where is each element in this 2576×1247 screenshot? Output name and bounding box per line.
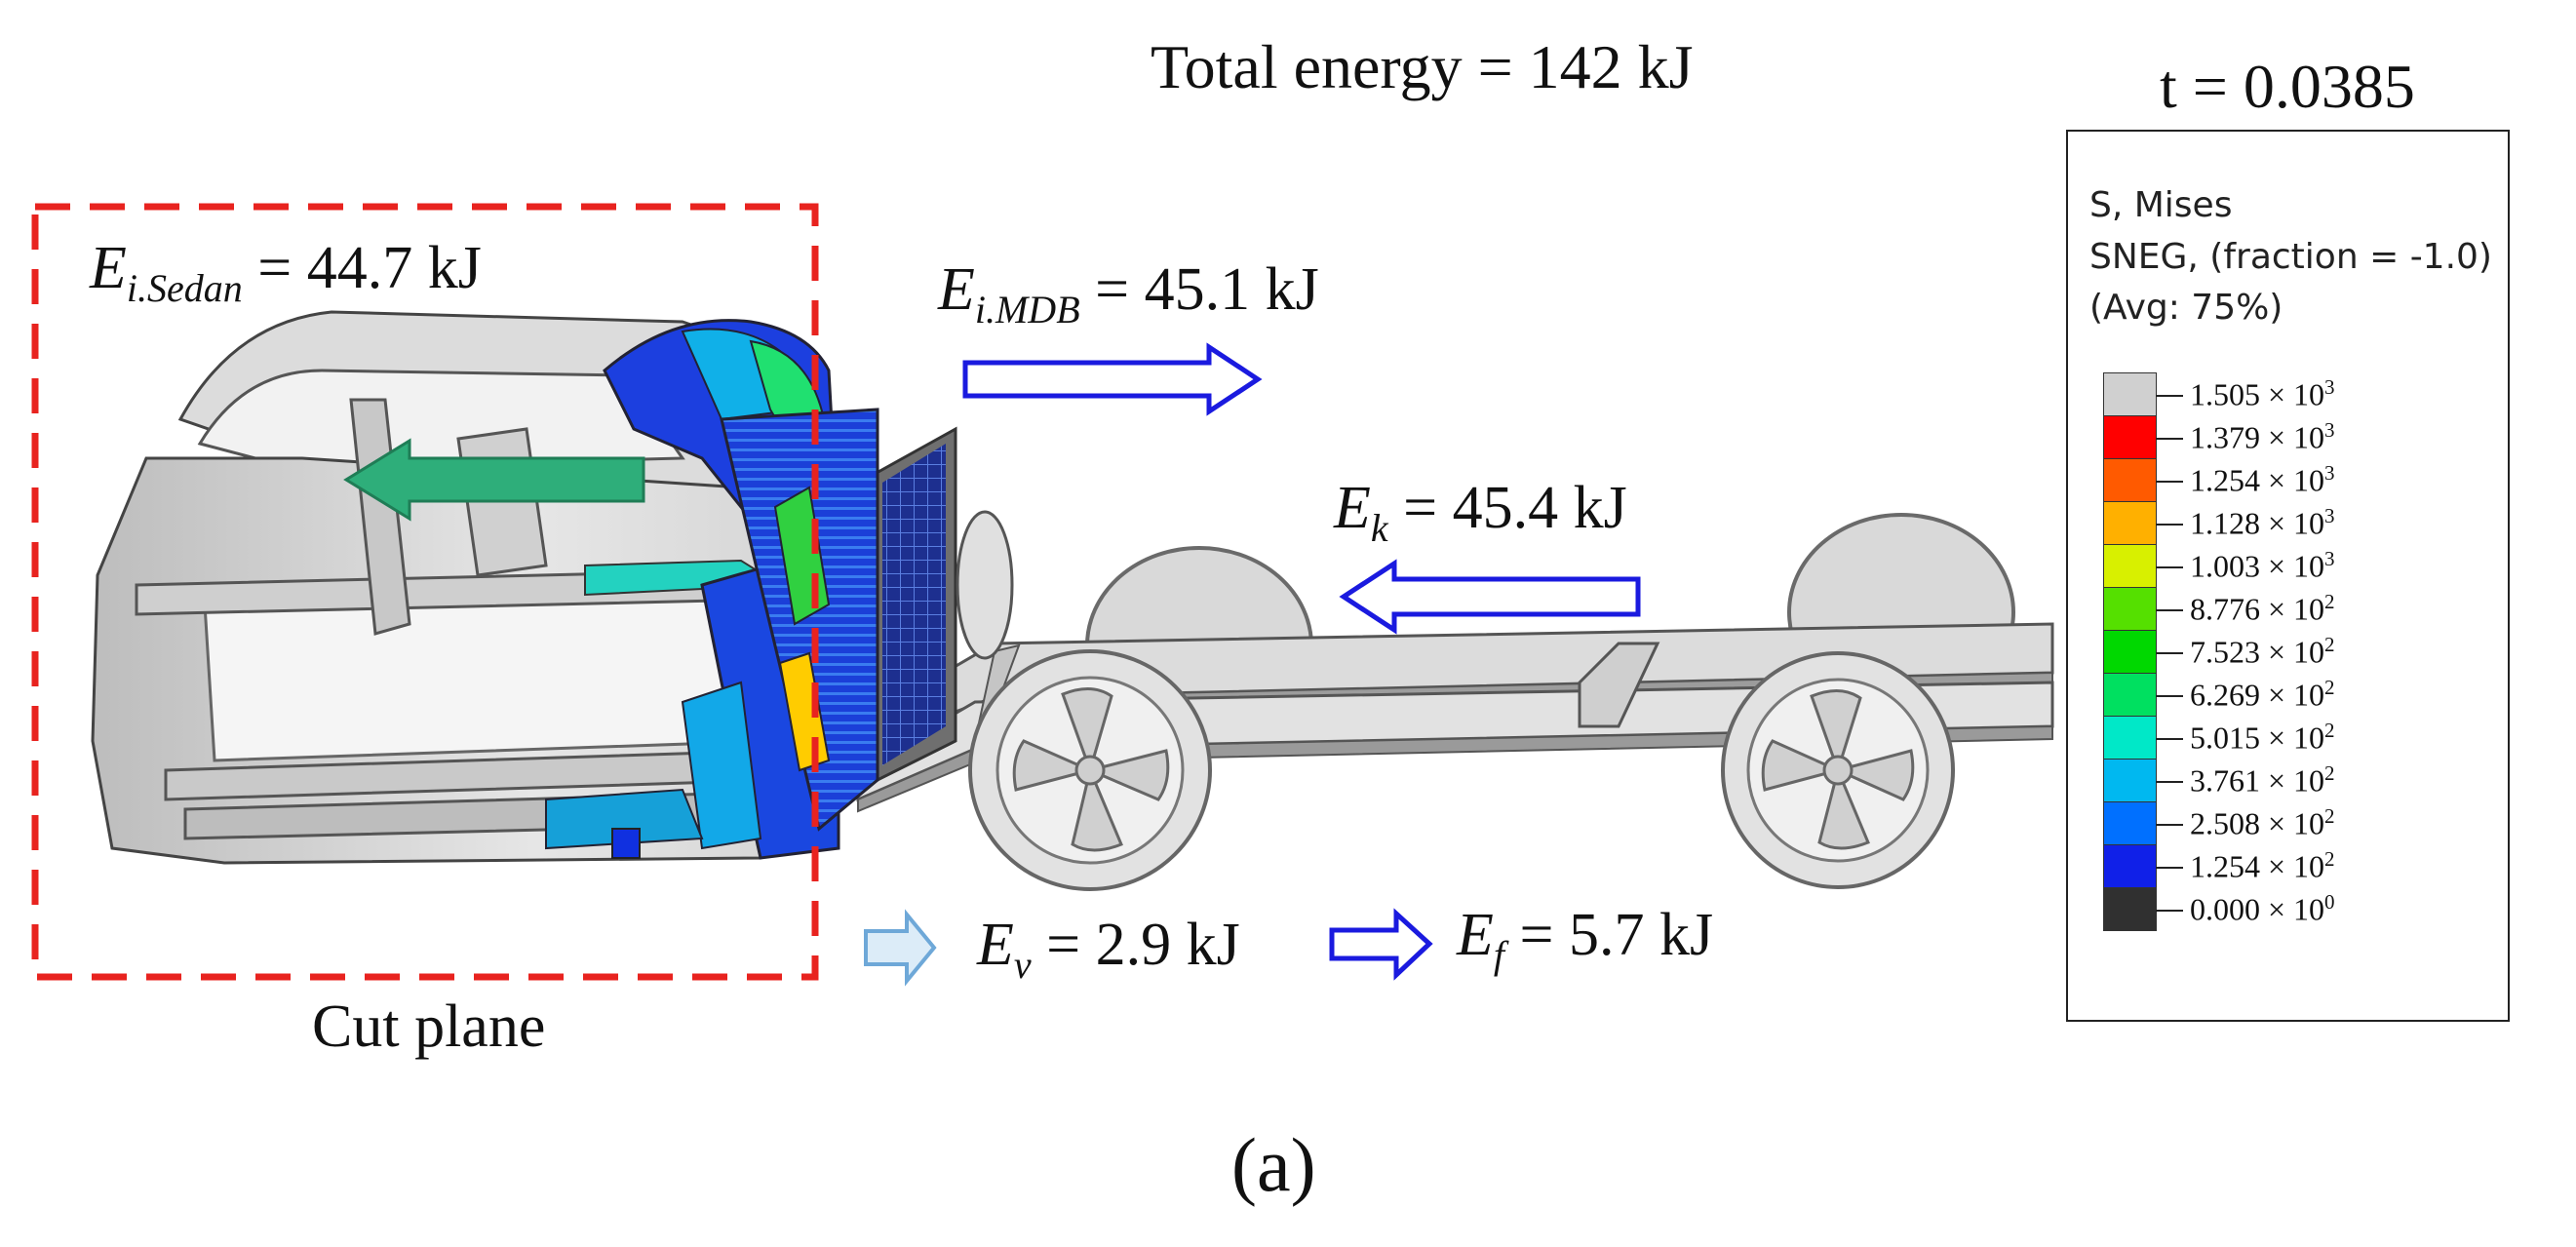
legend-swatch <box>2103 587 2157 631</box>
legend-title: S, Mises <box>2089 185 2233 225</box>
legend-swatch <box>2103 716 2157 760</box>
legend-swatch <box>2103 844 2157 888</box>
energy-symbol: E <box>1457 902 1494 968</box>
energy-mdb-label: Ei.MDB = 45.1 kJ <box>938 255 1319 332</box>
legend-swatch <box>2103 458 2157 502</box>
energy-value: = 45.4 kJ <box>1387 475 1627 541</box>
time-label: t = 0.0385 <box>2160 52 2415 121</box>
cut-plane-label: Cut plane <box>312 994 546 1060</box>
legend-tick <box>2156 524 2183 526</box>
legend-level-value: 0.000 × 100 <box>2190 890 2335 927</box>
energy-subscript: i.Sedan <box>126 266 243 310</box>
energy-value: = 5.7 kJ <box>1504 902 1714 968</box>
energy-sedan-label: Ei.Sedan = 44.7 kJ <box>90 234 482 311</box>
legend-tick <box>2156 566 2183 568</box>
panel-label: (a) <box>1231 1122 1316 1207</box>
legend-level-value: 1.254 × 103 <box>2190 461 2335 498</box>
legend-swatch <box>2103 630 2157 674</box>
energy-symbol: E <box>977 912 1014 978</box>
legend-tick <box>2156 824 2183 826</box>
legend-level-value: 1.003 × 103 <box>2190 547 2335 584</box>
legend-level-value: 6.269 × 102 <box>2190 676 2335 713</box>
legend-tick <box>2156 395 2183 397</box>
arrow-friction-energy <box>1329 908 1433 981</box>
arrow-viscous-energy <box>864 909 937 987</box>
legend-tick <box>2156 695 2183 697</box>
energy-symbol: E <box>938 256 975 323</box>
legend-swatch <box>2103 544 2157 588</box>
legend-tick <box>2156 481 2183 483</box>
legend-tick <box>2156 609 2183 611</box>
stress-legend: S, Mises SNEG, (fraction = -1.0) (Avg: 7… <box>2066 130 2510 1022</box>
legend-tick <box>2156 910 2183 912</box>
energy-subscript: v <box>1013 943 1032 987</box>
energy-value: = 44.7 kJ <box>242 235 482 301</box>
cut-plane-box <box>31 203 819 981</box>
legend-level-value: 5.015 × 102 <box>2190 719 2335 756</box>
arrow-sedan-energy <box>343 438 645 522</box>
legend-tick <box>2156 738 2183 740</box>
energy-friction-label: Ef = 5.7 kJ <box>1457 901 1713 978</box>
mdb-trolley <box>856 426 2054 891</box>
legend-level-value: 3.761 × 102 <box>2190 761 2335 799</box>
legend-swatch <box>2103 501 2157 545</box>
legend-swatch <box>2103 372 2157 416</box>
legend-swatch <box>2103 759 2157 802</box>
legend-swatch <box>2103 887 2157 931</box>
energy-value: = 45.1 kJ <box>1079 256 1319 323</box>
legend-swatch <box>2103 415 2157 459</box>
legend-level-value: 8.776 × 102 <box>2190 590 2335 627</box>
legend-tick <box>2156 652 2183 654</box>
energy-symbol: E <box>1334 475 1371 541</box>
total-energy-title: Total energy = 142 kJ <box>1151 32 1694 101</box>
legend-averaging: (Avg: 75%) <box>2089 288 2283 328</box>
energy-kinetic-label: Ek = 45.4 kJ <box>1334 474 1627 551</box>
legend-subtitle: SNEG, (fraction = -1.0) <box>2089 237 2492 277</box>
energy-subscript: i.MDB <box>974 288 1080 331</box>
legend-tick <box>2156 867 2183 869</box>
legend-swatch <box>2103 673 2157 717</box>
legend-level-value: 7.523 × 102 <box>2190 633 2335 670</box>
energy-subscript: k <box>1370 506 1388 550</box>
wheel-front-right <box>1721 651 1955 889</box>
legend-color-bar <box>2103 372 2157 931</box>
energy-value: = 2.9 kJ <box>1031 912 1240 978</box>
legend-level-value: 1.254 × 102 <box>2190 847 2335 884</box>
energy-symbol: E <box>90 235 127 301</box>
legend-level-value: 1.505 × 103 <box>2190 375 2335 412</box>
legend-level-value: 1.128 × 103 <box>2190 504 2335 541</box>
sedan-car <box>91 310 879 865</box>
legend-tick <box>2156 438 2183 440</box>
wheel-front-left <box>968 649 1212 891</box>
legend-level-value: 1.379 × 103 <box>2190 418 2335 455</box>
arrow-kinetic-energy <box>1339 559 1641 635</box>
legend-tick <box>2156 781 2183 783</box>
energy-viscous-label: Ev = 2.9 kJ <box>977 911 1240 988</box>
legend-level-value: 2.508 × 102 <box>2190 804 2335 841</box>
arrow-mdb-energy <box>962 342 1263 416</box>
legend-swatch <box>2103 801 2157 845</box>
energy-subscript: f <box>1493 933 1504 977</box>
